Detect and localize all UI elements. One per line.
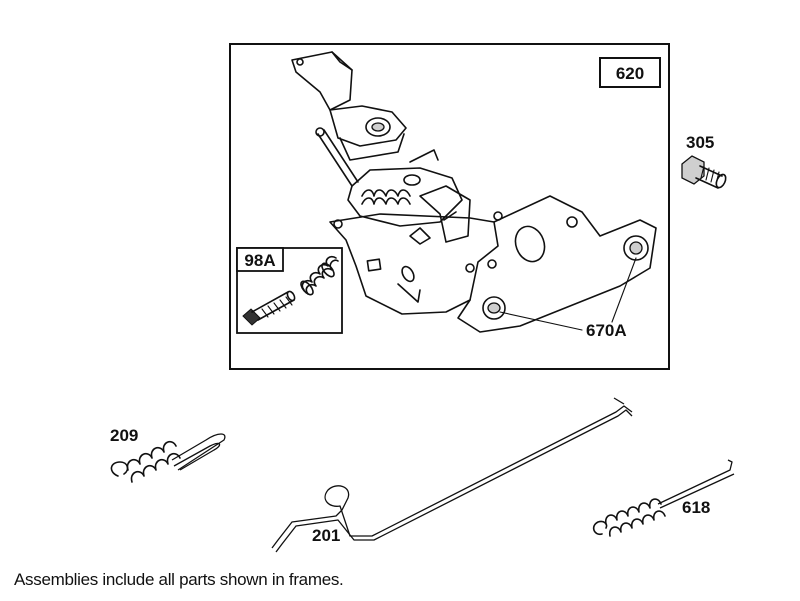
- label-618: 618: [682, 498, 710, 517]
- label-209: 209: [110, 426, 138, 445]
- label-670a: 670A: [586, 321, 627, 340]
- footnote: Assemblies include all parts shown in fr…: [14, 570, 344, 589]
- assembly-frame-620: [229, 43, 670, 370]
- screw-305: [681, 155, 727, 189]
- label-620: 620: [616, 64, 644, 83]
- leader-670a-right: [611, 257, 637, 323]
- governor-control-assembly: [291, 51, 657, 333]
- label-98a: 98A: [244, 251, 275, 270]
- kit-screw: [242, 290, 296, 326]
- kit-spring: [300, 255, 339, 296]
- label-box-620: [599, 57, 661, 88]
- spring-209: [110, 433, 226, 483]
- label-box-98a: [236, 247, 284, 272]
- label-305: 305: [686, 133, 714, 152]
- link-201: [271, 397, 633, 553]
- label-201: 201: [312, 526, 340, 545]
- leader-670a-left: [499, 311, 583, 331]
- spring-618: [592, 459, 735, 537]
